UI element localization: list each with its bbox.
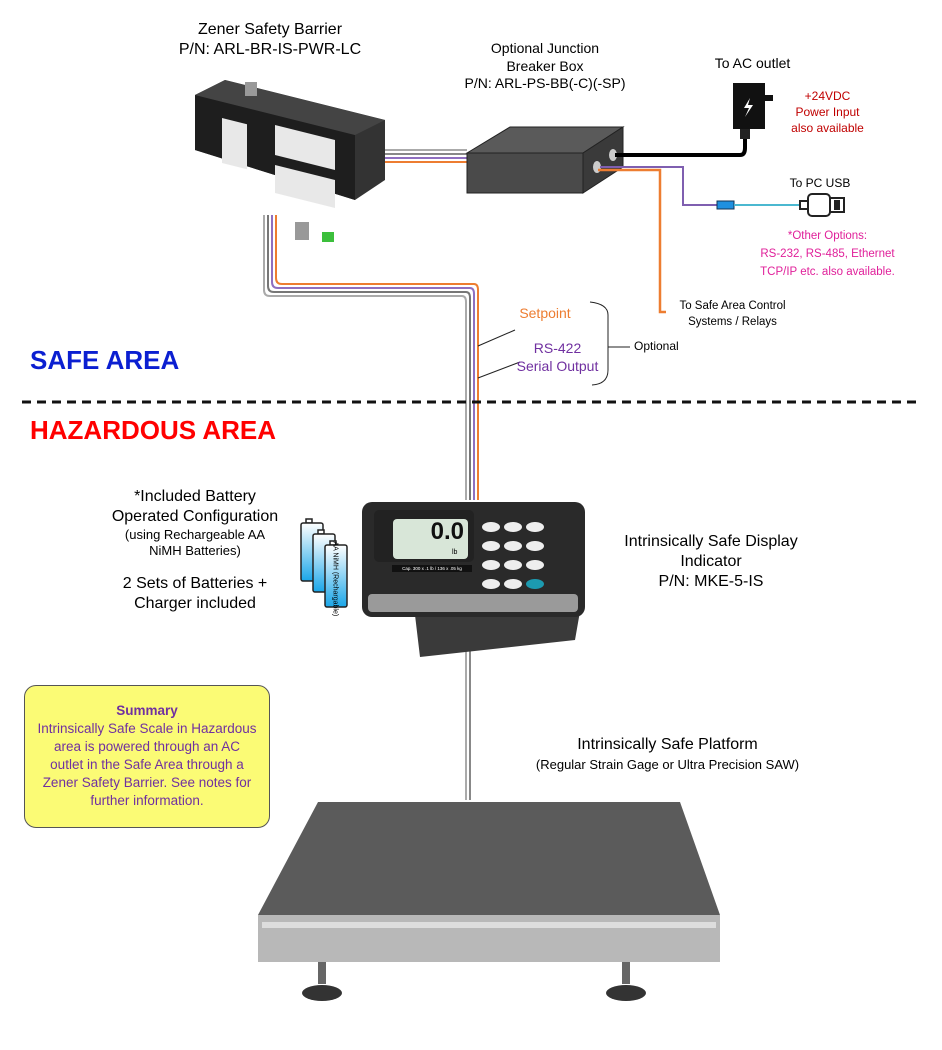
battery-line: *Included Battery	[134, 488, 256, 505]
leader-line-setpoint	[477, 329, 516, 347]
relays-label: To Safe Area Control Systems / Relays	[665, 298, 800, 330]
ac-power-note: +24VDC Power Input also available	[780, 89, 875, 137]
battery-line: NiMH Batteries)	[149, 543, 241, 559]
junction-title-2: Breaker Box	[506, 57, 584, 74]
summary-title: Summary	[116, 703, 178, 718]
rs422-line-1: RS-422	[533, 340, 582, 356]
junction-label: Optional Junction Breaker Box P/N: ARL-P…	[460, 40, 630, 93]
zener-barrier-device	[195, 80, 385, 242]
junction-title-1: Optional Junction	[490, 40, 600, 56]
zener-part-number: P/N: ARL-BR-IS-PWR-LC	[178, 41, 362, 58]
note-line: also available	[791, 120, 864, 135]
ac-adapter-icon	[733, 83, 773, 139]
battery-icon	[300, 518, 348, 608]
platform-subtitle: (Regular Strain Gage or Ultra Precision …	[535, 757, 800, 772]
display-reading: 0.0	[430, 518, 464, 545]
usb-converter	[716, 200, 735, 210]
platform-title: Intrinsically Safe Platform	[577, 736, 758, 753]
relays-line-1: To Safe Area Control	[679, 300, 786, 312]
zener-label: Zener Safety Barrier P/N: ARL-BR-IS-PWR-…	[170, 20, 370, 60]
note-line: RS-232, RS-485, Ethernet	[760, 247, 895, 260]
summary-line: outlet in the Safe Area through a	[50, 756, 244, 772]
junction-breaker-box	[465, 126, 625, 194]
display-unit: lb	[452, 549, 458, 556]
scale-platform-device	[258, 802, 720, 1001]
other-options-note: *Other Options: RS-232, RS-485, Ethernet…	[745, 228, 910, 281]
platform-label: Intrinsically Safe Platform (Regular Str…	[520, 735, 815, 773]
cable-bundle-vertical	[263, 215, 479, 800]
battery-cell-label: AA NiMH (Rechargable)	[331, 541, 339, 617]
usb-label: To PC USB	[789, 176, 851, 190]
usb-plug-icon	[799, 193, 845, 217]
battery-line: (using Rechargeable AA	[124, 527, 266, 542]
display-indicator-device	[362, 502, 585, 657]
note-line: TCP/IP etc. also available.	[760, 265, 895, 278]
summary-box: Summary Intrinsically Safe Scale in Haza…	[24, 685, 270, 828]
battery-line: Charger included	[134, 594, 256, 612]
summary-line: further information.	[90, 792, 204, 808]
battery-line: 2 Sets of Batteries +	[122, 574, 268, 592]
note-line: +24VDC	[804, 89, 851, 103]
relays-line-2: Systems / Relays	[688, 316, 777, 329]
indicator-title-1: Intrinsically Safe Display	[624, 533, 798, 550]
indicator-title-2: Indicator	[680, 553, 742, 570]
ac-power-cable	[615, 138, 747, 157]
summary-line: Zener Safety Barrier. See notes for	[42, 774, 252, 790]
ac-outlet-label: To AC outlet	[714, 55, 791, 71]
display-capacity: Cap. 300 x .1 lb / 136 x .05 kg	[402, 566, 462, 571]
safe-area-label: SAFE AREA	[30, 345, 180, 375]
battery-line: Operated Configuration	[111, 508, 279, 525]
optional-brace	[589, 301, 630, 386]
battery-label: *Included Battery Operated Configuration…	[90, 487, 300, 614]
leader-line-rs422	[477, 361, 521, 379]
zener-title: Zener Safety Barrier	[197, 21, 343, 38]
cable-bundle-top	[385, 149, 467, 163]
summary-line: Intrinsically Safe Scale in Hazardous	[37, 720, 257, 736]
indicator-part-number: P/N: MKE-5-IS	[658, 573, 764, 590]
note-line: Power Input	[795, 104, 860, 119]
rs422-cable	[600, 166, 717, 206]
indicator-label: Intrinsically Safe Display Indicator P/N…	[606, 532, 816, 592]
summary-line: area is powered through an AC	[53, 738, 241, 754]
hazardous-area-label: HAZARDOUS AREA	[30, 415, 277, 445]
rs422-line-2: Serial Output	[516, 357, 599, 374]
note-line: *Other Options:	[787, 230, 868, 242]
optional-label: Optional	[634, 339, 679, 353]
setpoint-label: Setpoint	[519, 305, 571, 321]
setpoint-cable	[598, 168, 666, 314]
junction-part-number: P/N: ARL-PS-BB(-C)(-SP)	[464, 75, 626, 91]
rs422-label: RS-422 Serial Output	[505, 340, 610, 375]
